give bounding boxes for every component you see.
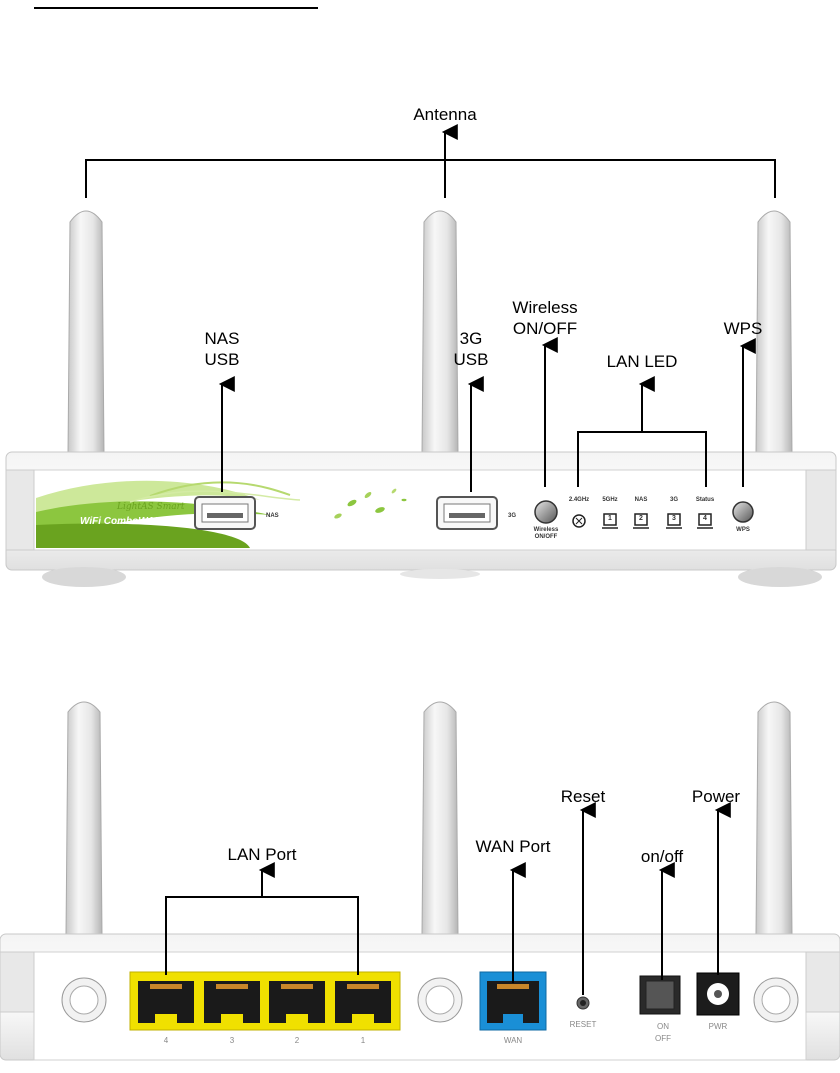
wireless-button xyxy=(535,501,557,523)
lan-port-3 xyxy=(204,981,260,1023)
switch-off-label: OFF xyxy=(648,1034,678,1043)
lan-number-2: 2 xyxy=(287,1036,307,1045)
back-view xyxy=(0,702,840,1060)
wireless-button-label: Wireless ON/OFF xyxy=(526,527,566,541)
wps-button-label: WPS xyxy=(733,527,753,533)
antenna-left xyxy=(68,211,104,455)
lan-port-2 xyxy=(269,981,325,1023)
lan-port-panel xyxy=(130,972,400,1030)
wps-callout: WPS xyxy=(693,318,793,339)
led-label-3g: 3G xyxy=(659,497,689,503)
reset-callout: Reset xyxy=(533,786,633,807)
led-label-5ghz: 5GHz xyxy=(595,497,625,503)
brand-script: LightAS Smart xyxy=(117,502,185,512)
led-label-nas: NAS xyxy=(626,497,656,503)
wan-port-callout: WAN Port xyxy=(463,836,563,857)
reset-label: RESET xyxy=(563,1020,603,1029)
g3-usb-port xyxy=(437,497,497,529)
g3-port-label: 3G xyxy=(508,513,516,519)
antenna-callout: Antenna xyxy=(395,104,495,125)
onoff-callout: on/off xyxy=(612,846,712,867)
power-switch xyxy=(640,976,680,1014)
nas-usb-port xyxy=(195,497,255,529)
lan-number-4: 4 xyxy=(156,1036,176,1045)
wan-label: WAN xyxy=(498,1036,528,1045)
power-jack xyxy=(697,973,739,1015)
pwr-label: PWR xyxy=(703,1022,733,1031)
nas-port-label: NAS xyxy=(266,513,279,519)
switch-on-label: ON xyxy=(648,1022,678,1031)
lan-number-3: 3 xyxy=(222,1036,242,1045)
lan-led-callout: LAN LED xyxy=(592,351,692,372)
led-number-3: 3 xyxy=(669,515,679,522)
led-label-24ghz: 2.4GHz xyxy=(564,497,594,503)
led-number-2: 2 xyxy=(636,515,646,522)
lan-port-1 xyxy=(335,981,391,1023)
back-antenna-right xyxy=(756,702,792,935)
led-number-1: 1 xyxy=(605,515,615,522)
lan-port-4 xyxy=(138,981,194,1023)
led-number-4: 4 xyxy=(700,515,710,522)
lan-number-1: 1 xyxy=(353,1036,373,1045)
wps-button xyxy=(733,502,753,522)
back-antenna-left xyxy=(66,702,102,935)
nas-usb-callout: NAS USB xyxy=(172,328,272,370)
back-antenna-center xyxy=(422,702,458,935)
power-callout: Power xyxy=(666,786,766,807)
reset-hole xyxy=(577,997,589,1009)
brand-title: WiFi ComboWAN RG xyxy=(80,516,179,527)
lan-port-callout: LAN Port xyxy=(212,844,312,865)
led-label-status: Status xyxy=(690,497,720,503)
wireless-callout: Wireless ON/OFF xyxy=(495,297,595,339)
